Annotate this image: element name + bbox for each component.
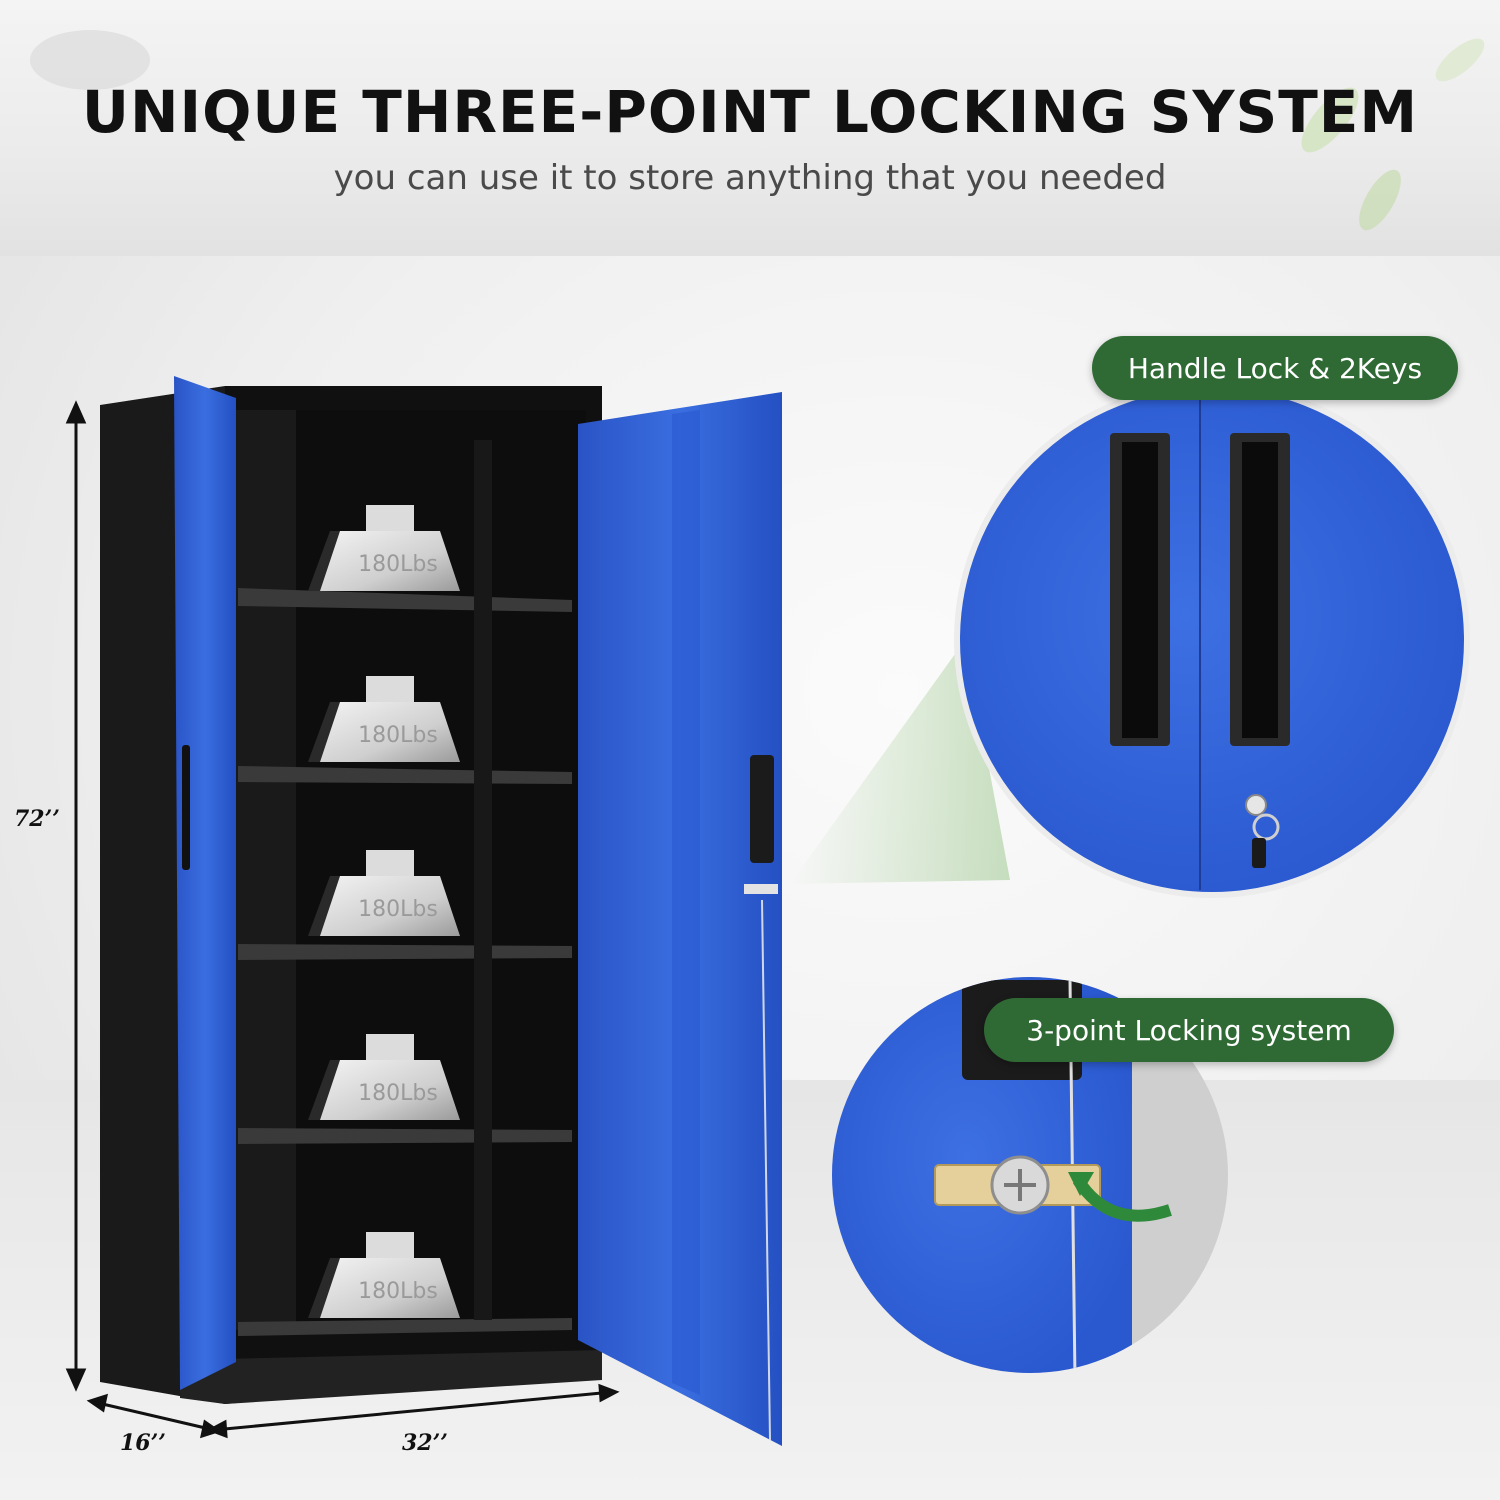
weight-block: 180Lbs [308, 1232, 460, 1318]
locking-system-label: 3-point Locking system [1026, 1013, 1352, 1047]
weight-label: 180Lbs [358, 1279, 438, 1304]
locking-system-callout: 3-point Locking system [984, 998, 1394, 1062]
depth-dimension: 16’’ [120, 1430, 166, 1456]
arrow-icon [1072, 1176, 1172, 1222]
weight-label: 180Lbs [358, 897, 438, 922]
weights-group: 180Lbs 180Lbs 180Lbs 180Lbs 180Lbs [308, 505, 460, 1318]
weight-block: 180Lbs [308, 1034, 460, 1120]
shelf [238, 1318, 572, 1336]
handle-lock-detail [954, 382, 1470, 898]
right-door [578, 392, 782, 1446]
handle-lock-label: Handle Lock & 2Keys [1127, 351, 1423, 385]
dimension-lines [65, 400, 620, 1439]
key-icon [1245, 794, 1280, 868]
header-banner: UNIQUE THREE-POINT LOCKING SYSTEM you ca… [0, 0, 1500, 256]
focus-beam [790, 640, 1010, 884]
weight-label: 180Lbs [358, 723, 438, 748]
page-title: UNIQUE THREE-POINT LOCKING SYSTEM [81, 78, 1419, 146]
width-dimension: 32’’ [402, 1430, 448, 1456]
shelf [238, 1128, 572, 1144]
weight-block: 180Lbs [308, 676, 460, 762]
weight-label: 180Lbs [358, 1081, 438, 1106]
latch-small [744, 884, 778, 894]
lock-icon [934, 1155, 1101, 1215]
handle-lock-callout: Handle Lock & 2Keys [1092, 336, 1458, 400]
weight-block: 180Lbs [308, 850, 460, 936]
leaf-decoration [30, 30, 1485, 231]
weight-label: 180Lbs [358, 552, 438, 577]
page-subtitle: you can use it to store anything that yo… [333, 158, 1167, 198]
left-door [174, 376, 236, 1390]
weight-block: 180Lbs [308, 505, 460, 591]
shelf [238, 944, 572, 960]
door-handle [750, 755, 774, 863]
height-dimension: 72’’ [14, 806, 60, 832]
